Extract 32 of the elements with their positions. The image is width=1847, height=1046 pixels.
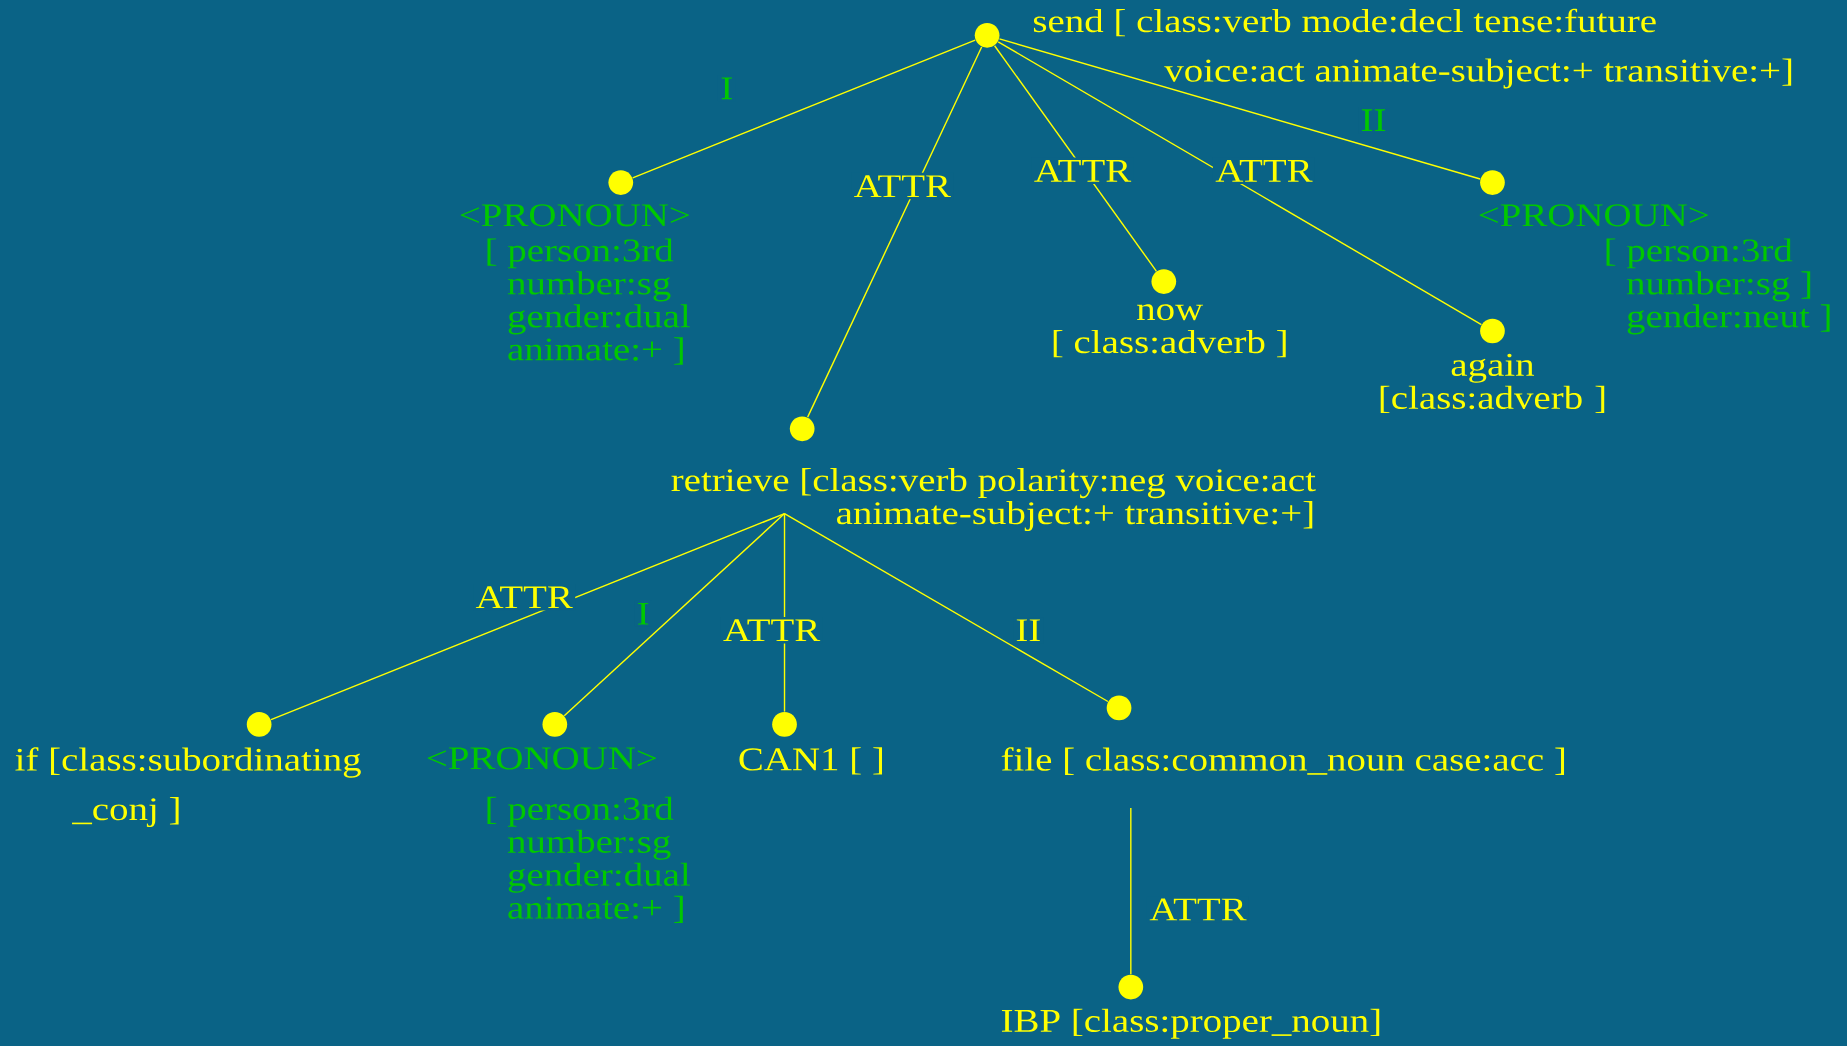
tree-branch [563, 512, 786, 717]
word-label: <PRONOUN> [1479, 204, 1708, 227]
word-label: <PRONOUN> [427, 747, 656, 770]
word-label: [ person:3rd number:sg gender:dual animate:+ ] [487, 238, 690, 365]
word-label: again [class:adverb ] [1380, 353, 1605, 414]
tree-branch [993, 45, 1158, 272]
edge-label: ATTR [1031, 157, 1134, 185]
edge-label: ATTR [720, 616, 823, 644]
edge-label: ATTR [473, 583, 576, 611]
word-label: CAN1 [ ] [739, 747, 882, 775]
edge-label: ATTR [1212, 157, 1315, 185]
tree-branch [997, 41, 1483, 326]
edge-label: II [1358, 107, 1389, 134]
tree-branch [806, 46, 983, 418]
word-label: send [ class:verb mode:decl tense:future voice:act animate-subject:+ transitive:+] [1033, 8, 1792, 89]
word-label: file [ class:common_noun case:acc ] [1001, 747, 1564, 775]
edge-label: I [634, 600, 652, 627]
word-label: if [class:subordinating _conj ] [15, 747, 361, 827]
tree-branch [783, 512, 1109, 703]
edge-label: ATTR [851, 172, 954, 200]
tree-branch [998, 38, 1481, 180]
edge-label: ATTR [1146, 896, 1249, 923]
tree-branch [632, 39, 976, 179]
tree-branch [270, 512, 786, 721]
word-label: <PRONOUN> [460, 204, 689, 227]
word-label: retrieve [class:verb polarity:neg voice:act animate-subject:+ transitive:+] [671, 468, 1316, 531]
word-label: IBP [class:proper_noun] [1001, 1008, 1380, 1039]
edge-label: II [1013, 617, 1044, 644]
word-label: [ person:3rd number:sg gender:dual animate:+ ] [487, 796, 690, 923]
word-label: [ person:3rd number:sg ] gender:neut ] [1606, 238, 1830, 335]
word-label: now [ class:adverb ] [1053, 304, 1286, 358]
tree-branch [1130, 807, 1132, 975]
